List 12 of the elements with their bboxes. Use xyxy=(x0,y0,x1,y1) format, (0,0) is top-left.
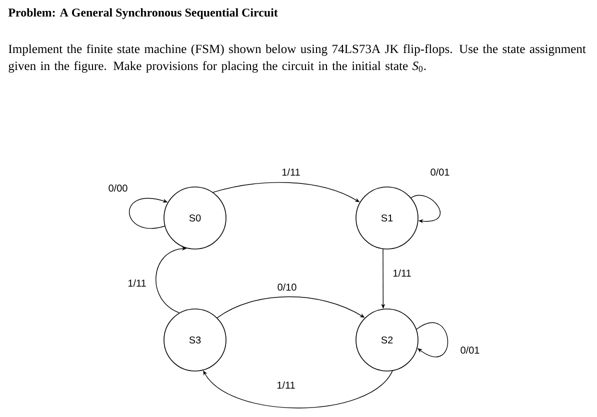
arrow xyxy=(410,195,440,224)
problem-text: Implement the finite state machine (FSM) shown below using 74LS73A JK flip-flops. Use the state assignment given in the figure. Make provisions for placing the circuit in the initial state S$_{0}$. xyxy=(8,44,586,73)
edge-label: 1/11 xyxy=(282,168,300,176)
edge-label: 1/11 xyxy=(393,269,411,277)
edge-label: 0/10 xyxy=(278,283,296,291)
edge-label: 0/00 xyxy=(108,184,128,192)
edge-label: 1/11 xyxy=(277,381,295,389)
edge-label: 0/01 xyxy=(430,168,450,176)
arrow xyxy=(416,322,448,358)
edge-label: 0/01 xyxy=(460,346,480,354)
edge-label: 1/11 xyxy=(128,279,146,287)
title: Problem: A General Synchronous Sequential Circuit xyxy=(8,8,278,20)
